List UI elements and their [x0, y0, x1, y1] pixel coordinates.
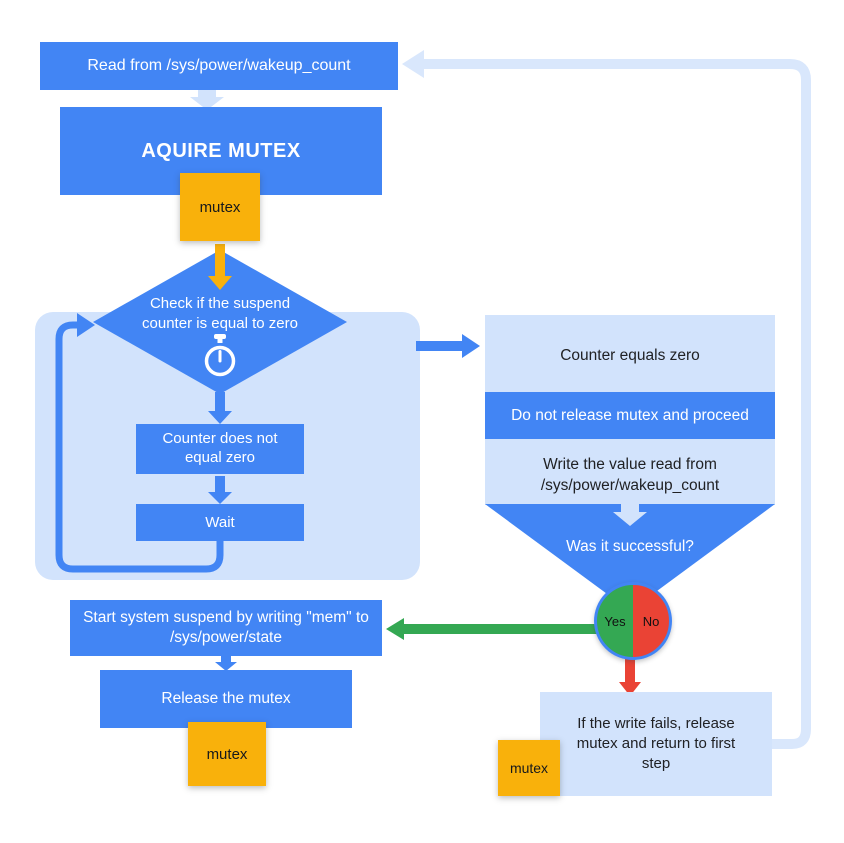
arrow-yes-icon — [386, 618, 600, 640]
node-release-mutex-label: Release the mutex — [161, 690, 291, 707]
node-counter-zero-label: Counter equals zero — [560, 347, 700, 364]
node-read-wakeup-count-label: Read from /sys/power/wakeup_count — [87, 57, 351, 74]
mutex-tag-fail: mutex — [498, 740, 560, 796]
decision-yes-label: Yes — [604, 613, 626, 629]
arrow-check-to-zero-panel-icon — [416, 334, 480, 358]
yes-no-decision-circle: Yes No — [594, 582, 672, 660]
node-write-fails: If the write fails, release mutex and re… — [540, 692, 772, 796]
decision-no-label: No — [642, 613, 660, 629]
loop-back-arrowhead-icon — [402, 50, 424, 78]
node-counter-not-zero: Counter does not equal zero — [136, 424, 304, 474]
mutex-tag-top: mutex — [180, 173, 260, 241]
node-write-fails-label: If the write fails, release mutex and re… — [576, 714, 736, 773]
node-wait-label: Wait — [205, 514, 235, 531]
node-start-suspend: Start system suspend by writing "mem" to… — [70, 600, 382, 656]
mutex-tag-fail-label: mutex — [509, 760, 549, 776]
node-write-value-label: Write the value read from /sys/power/wak… — [540, 456, 720, 494]
arrow-mutex-to-check-icon — [208, 244, 232, 290]
arrow-suspend-to-release-icon — [215, 654, 237, 671]
node-acquire-mutex-label: AQUIRE MUTEX — [141, 139, 301, 162]
node-do-not-release-label: Do not release mutex and proceed — [511, 406, 749, 424]
stopwatch-icon — [204, 334, 236, 377]
node-read-wakeup-count: Read from /sys/power/wakeup_count — [40, 42, 398, 90]
mutex-tag-top-label: mutex — [199, 198, 241, 216]
node-was-successful-label: Was it successful? — [566, 538, 694, 555]
mutex-tag-release: mutex — [188, 722, 266, 786]
node-wait: Wait — [136, 504, 304, 541]
node-counter-not-zero-label: Counter does not equal zero — [162, 430, 278, 466]
node-start-suspend-label: Start system suspend by writing "mem" to… — [83, 608, 369, 646]
mutex-tag-release-label: mutex — [206, 745, 248, 763]
node-do-not-release: Do not release mutex and proceed — [485, 392, 775, 439]
node-check-counter-label: Check if the suspend counter is equal to… — [142, 295, 298, 332]
node-release-mutex: Release the mutex — [100, 670, 352, 728]
